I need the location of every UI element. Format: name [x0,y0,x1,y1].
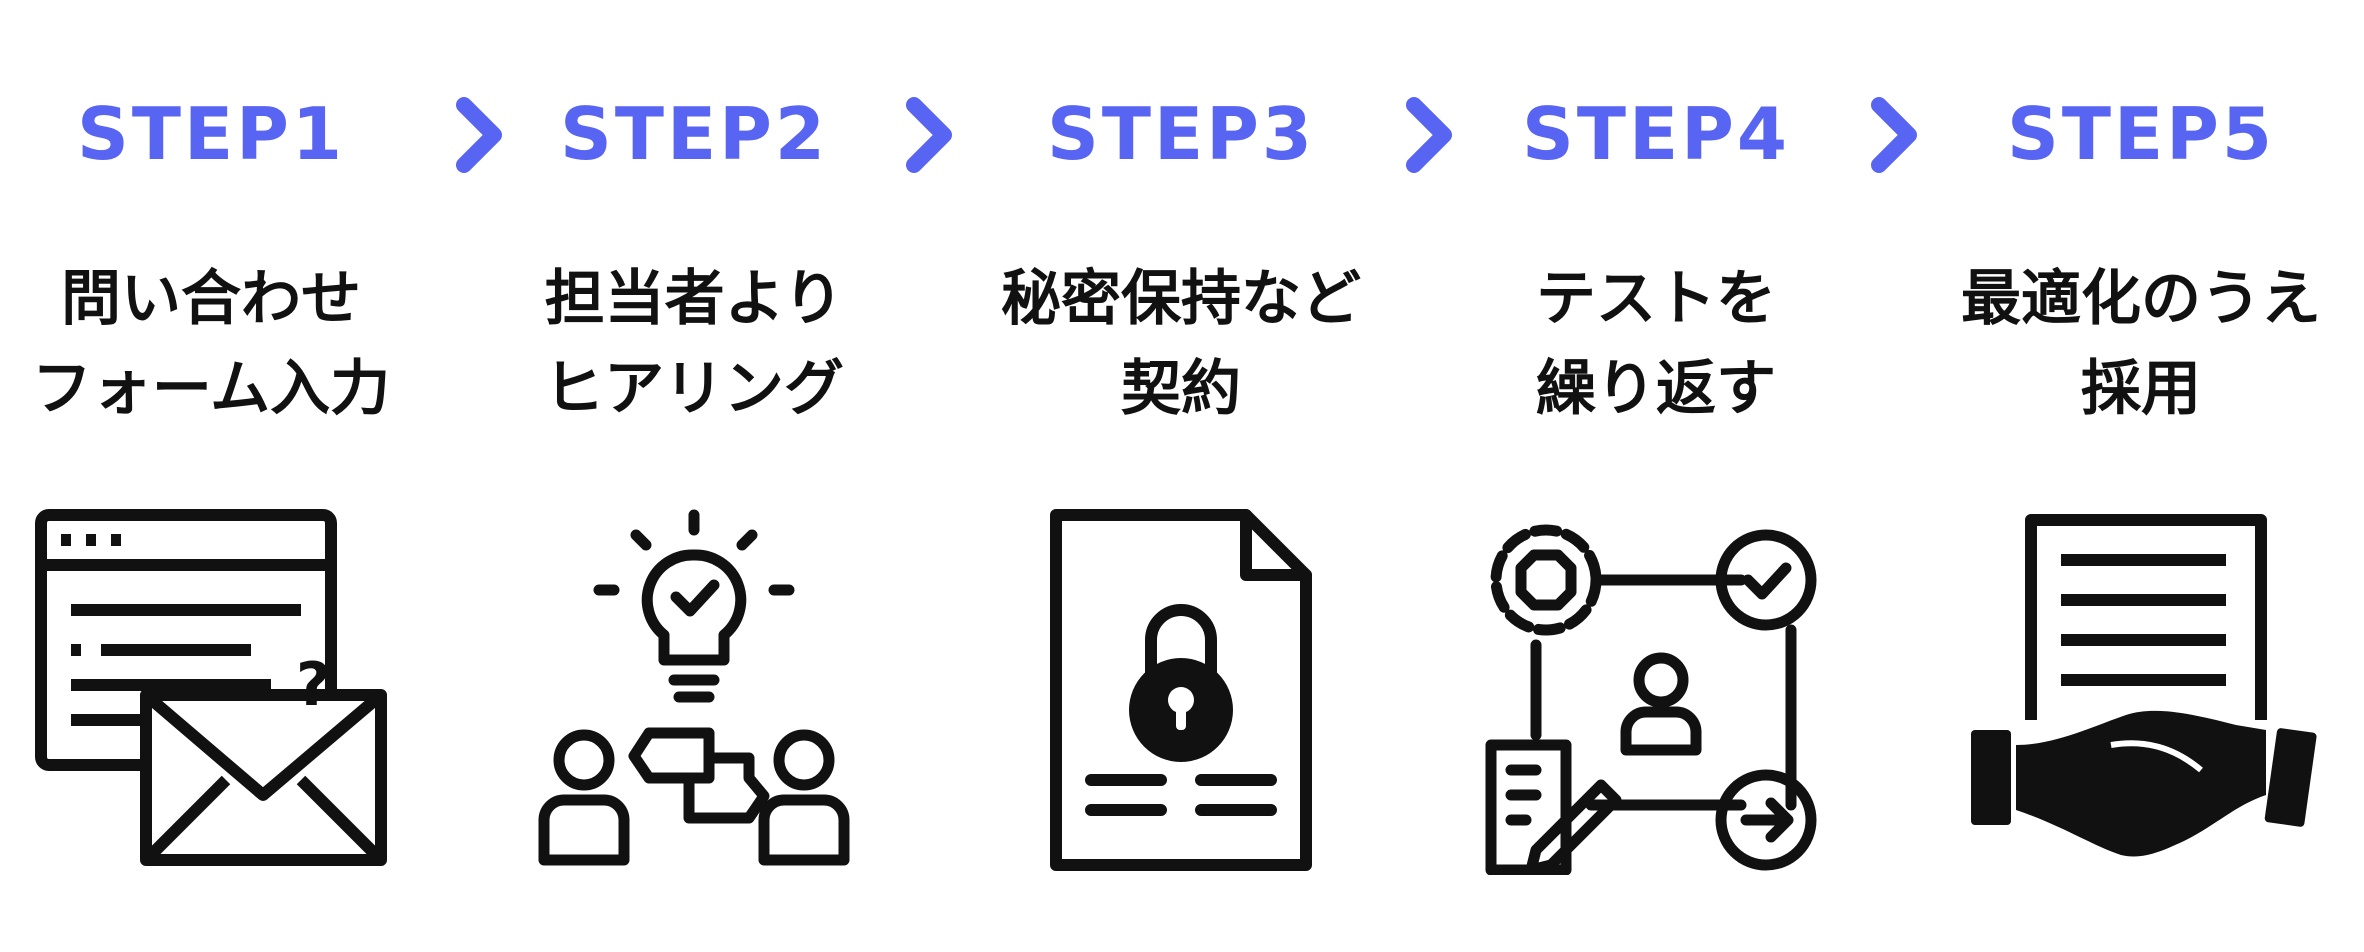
step-title: 契約 [1121,354,1241,424]
locked-document-icon [1050,509,1312,871]
step-label: STEP1 [76,92,346,176]
step-title: 担当者より [544,264,844,334]
chevron-right-icon [1406,97,1452,173]
step-label: STEP4 [1521,92,1791,176]
step-title: ヒアリング [544,354,844,424]
chevron-right-icon [456,97,502,173]
step-label: STEP3 [1046,92,1316,176]
step-title: 最適化のうえ [1961,264,2321,334]
step-title: フォーム入力 [31,354,391,424]
chevron-right-icon [1871,97,1917,173]
step-title: 問い合わせ [61,264,361,334]
step-title: 秘密保持など [1001,264,1361,334]
handshake-contract-icon [1971,514,2317,857]
step-title: 採用 [2081,354,2201,424]
web-form-envelope-icon: ? [35,509,387,866]
step-label: STEP5 [2006,92,2276,176]
svg-text:?: ? [296,650,331,720]
step-label: STEP2 [559,92,829,176]
chevron-right-icon [906,97,952,173]
lightbulb-conversation-icon [538,509,850,866]
step-title: 繰り返す [1536,354,1776,424]
test-cycle-icon [1485,524,1817,875]
step-title: テストを [1536,264,1776,334]
